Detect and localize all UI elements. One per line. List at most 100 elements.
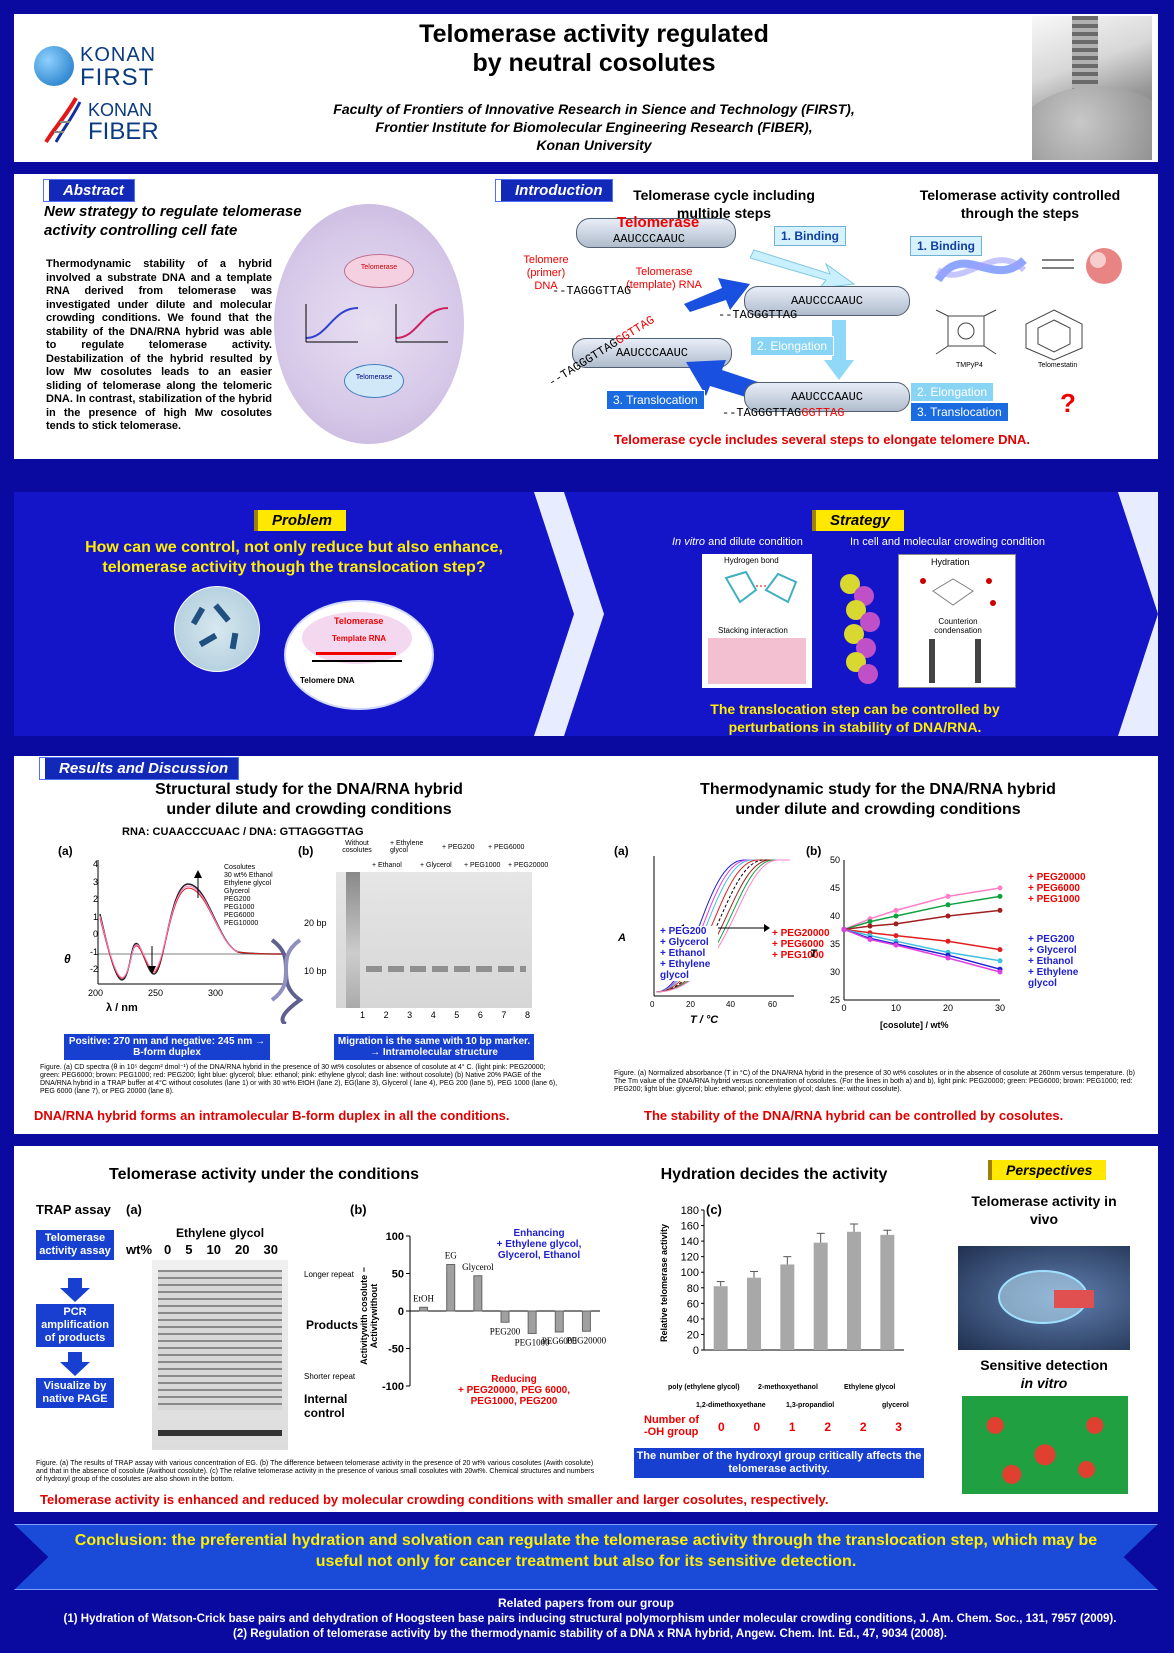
flow-arrow-2 bbox=[60, 1352, 90, 1376]
cd-a-label: (a) bbox=[58, 844, 73, 858]
oh-count-3: 2 bbox=[824, 1420, 832, 1434]
cd-xlabel: λ / nm bbox=[106, 1002, 138, 1014]
problem-tab: Problem bbox=[254, 510, 347, 531]
sensitive-detection-image bbox=[962, 1396, 1128, 1494]
enhancing-title: Enhancing bbox=[513, 1228, 565, 1239]
gel-top-1: + Ethylene glycol bbox=[390, 840, 424, 854]
persp-t2: Sensitive detection in vitro bbox=[964, 1356, 1124, 1392]
products-label: Products bbox=[306, 1318, 359, 1332]
shorter-label: Shorter repeat bbox=[304, 1372, 356, 1381]
trap-gel-image bbox=[152, 1260, 288, 1450]
thermo-right-legend-0: + PEG20000 bbox=[772, 928, 830, 939]
hyd-bar bbox=[847, 1231, 861, 1350]
tm-point bbox=[945, 902, 951, 908]
cd-ytick-6: -2 bbox=[89, 964, 98, 974]
cd-ytick-4: 0 bbox=[92, 929, 98, 939]
seq-dna-2-text: TAGGGTTAG bbox=[732, 308, 798, 322]
hyd-ytick-label: 120 bbox=[681, 1252, 699, 1264]
struct-caption: Figure. (a) CD spectra (θ in 10⁵ degcm² … bbox=[40, 1064, 558, 1095]
hyd-name-2me: 2-methoxyethanol bbox=[758, 1384, 818, 1391]
thermo-a-xtick-1: 20 bbox=[686, 1000, 695, 1009]
strategy-incell: In cell and molecular crowding condition bbox=[850, 536, 1046, 548]
tm-legend-bot-1: + Glycerol bbox=[1028, 945, 1077, 956]
tm-legend-top-1: + PEG6000 bbox=[1028, 883, 1080, 894]
refs-text: (1) Hydration of Watson-Crick base pairs… bbox=[63, 1613, 1117, 1640]
tm-point bbox=[997, 893, 1003, 899]
abstract-tab: Abstract bbox=[44, 180, 134, 201]
act-b-bar bbox=[581, 1310, 591, 1332]
gel-mark-20: 20 bp bbox=[304, 918, 327, 928]
seq-dna-4-text: TAGGGTTAG bbox=[736, 406, 802, 420]
internal-label: Internal control bbox=[304, 1392, 348, 1420]
strategy-tab: Strategy bbox=[812, 510, 905, 531]
control-step-translocation: 3. Translocation bbox=[910, 402, 1009, 422]
persp-t2a: Sensitive detection bbox=[980, 1357, 1108, 1373]
control-step-binding: 1. Binding bbox=[910, 236, 982, 256]
tm-point bbox=[945, 955, 951, 961]
cd-legend-6: PEG6000 bbox=[224, 912, 255, 919]
tm-legend-top-2: + PEG1000 bbox=[1028, 894, 1080, 905]
problem-arrow-shape bbox=[14, 492, 574, 736]
thermo-left-legend-3: + Ethylene glycol bbox=[660, 959, 711, 981]
cd-legend-1: 30 wt% Ethanol bbox=[224, 872, 273, 879]
tm-ytick-label: 25 bbox=[830, 995, 840, 1005]
thermo-left-legend-2: + Ethanol bbox=[660, 948, 706, 959]
hyd-bar bbox=[747, 1277, 761, 1350]
telomere-label: Telomere (primer) DNA bbox=[523, 254, 569, 292]
problem-telomerase-label: Telomerase bbox=[334, 616, 384, 626]
tm-legend-bot-0: + PEG200 bbox=[1028, 934, 1075, 945]
cd-legend-2: Ethylene glycol bbox=[224, 880, 272, 887]
thermo-a-xlabel: T / °C bbox=[690, 1014, 719, 1026]
telomestatin-label: Telomestatin bbox=[1038, 362, 1078, 369]
telomerase-shape-1: Telomerase AAUCCCAAUC bbox=[576, 214, 736, 248]
act-b-bar-label: EG bbox=[445, 1251, 457, 1261]
telomerase-label: Telomerase bbox=[617, 214, 700, 231]
tm-ylabel: T bbox=[810, 948, 817, 960]
act-b-bar bbox=[500, 1310, 510, 1323]
step-elongation: 2. Elongation bbox=[750, 336, 835, 356]
seq-dna-2: --TAGGGTTAG bbox=[718, 308, 798, 322]
gel-top2-2: + PEG1000 bbox=[464, 862, 501, 869]
hyd-ytick-label: 40 bbox=[687, 1314, 699, 1326]
oh-count-0: 0 bbox=[718, 1420, 725, 1434]
hyd-bar bbox=[880, 1234, 895, 1350]
act-b-ytick-label: -100 bbox=[382, 1381, 404, 1393]
poster-title: Telomerase activity regulated by neutral… bbox=[274, 20, 914, 78]
cd-xtick-2: 300 bbox=[208, 988, 224, 998]
konan-fiber-logo: KONAN FIBER bbox=[34, 96, 184, 146]
arrow-to-step2 bbox=[684, 278, 750, 312]
reducing-title: Reducing bbox=[491, 1374, 537, 1385]
dna-helix-icon bbox=[44, 97, 82, 144]
cd-legend-5: PEG1000 bbox=[224, 904, 255, 911]
cycle-title: Telomerase cycle including multiple step… bbox=[633, 187, 815, 221]
gel-lane-1: 1 bbox=[360, 1010, 366, 1020]
strategy-text: The translocation step can be controlled… bbox=[710, 701, 1000, 735]
gel-image bbox=[336, 872, 532, 1008]
wt-10: 10 bbox=[206, 1242, 221, 1257]
gel-lane-8: 8 bbox=[524, 1010, 530, 1020]
act-b-bar-label: Glycerol bbox=[462, 1262, 494, 1272]
wt-5: 5 bbox=[185, 1242, 193, 1257]
seq-dna-4: --TAGGGTTAGGGTTAG bbox=[722, 406, 845, 420]
flow-arrow-1 bbox=[60, 1278, 90, 1302]
oh-count-2: 1 bbox=[788, 1420, 796, 1434]
eg-label: Ethylene glycol bbox=[176, 1226, 265, 1240]
strategy-invitro-rest: and dilute condition bbox=[705, 536, 803, 548]
gel-top-2: + PEG200 bbox=[442, 844, 475, 851]
cd-ytick-1: 3 bbox=[92, 876, 98, 887]
act-b-label: (b) bbox=[350, 1202, 367, 1217]
gel-b-label: (b) bbox=[298, 844, 314, 858]
refs-title: Related papers from our group bbox=[497, 1596, 675, 1610]
tm-point bbox=[945, 893, 951, 899]
thermo-caption: Figure. (a) Normalized absorbance (T in … bbox=[614, 1070, 1135, 1093]
tm-point bbox=[997, 947, 1003, 953]
tm-legend-top-0: + PEG20000 bbox=[1028, 872, 1086, 883]
hbond-box: Hydrogen bond Stacking interaction bbox=[702, 554, 812, 688]
seq-rna-1: AAUCCCAAUC bbox=[613, 232, 686, 246]
thermo-a-label: (a) bbox=[614, 844, 629, 858]
thermo-right-legend-1: + PEG6000 bbox=[772, 939, 824, 950]
act-b-bar-label: PEG200 bbox=[490, 1326, 521, 1336]
